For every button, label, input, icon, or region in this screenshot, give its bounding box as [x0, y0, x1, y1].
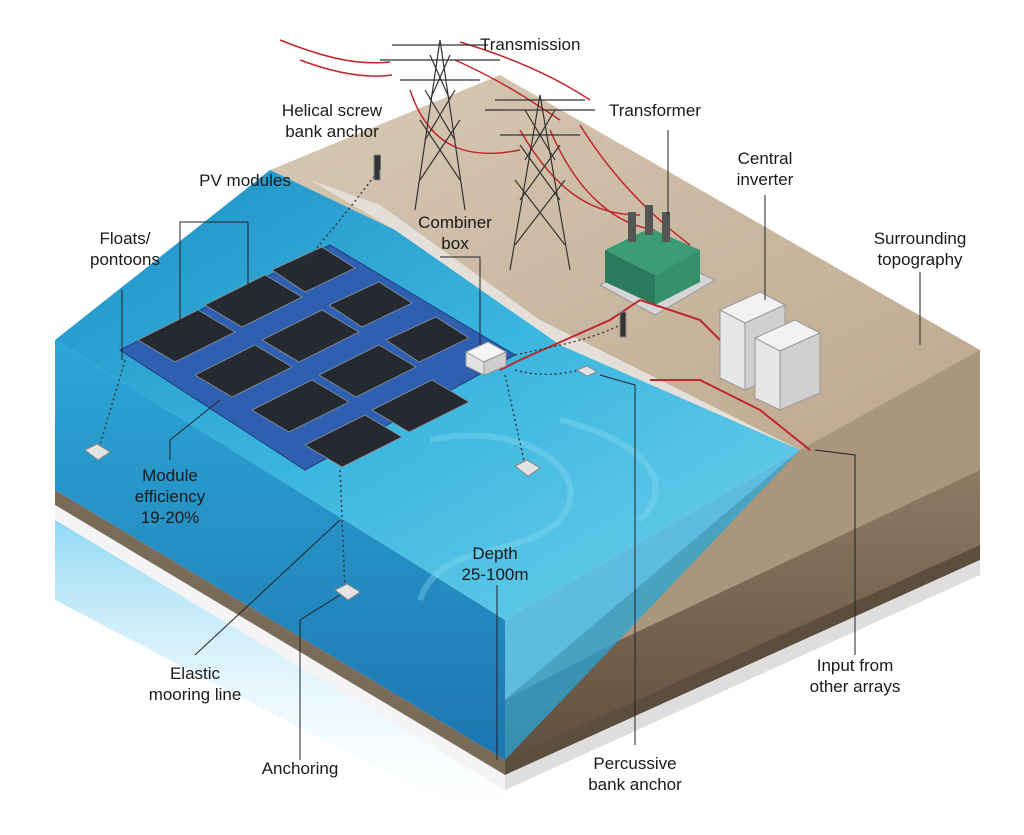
label-module-efficiency: Module efficiency 19-20%: [134, 466, 206, 527]
label-elastic-mooring: Elastic mooring line: [148, 664, 242, 704]
label-combiner-box: Combiner box: [418, 213, 492, 253]
base-white-front: [55, 505, 505, 790]
transmission-lines: [279, 39, 691, 246]
floating-pv-array: [118, 244, 517, 471]
land-cables: [499, 299, 811, 451]
label-transmission: Transmission: [480, 35, 580, 54]
seabed-anchors: [84, 154, 627, 601]
combiner-box-unit: [464, 341, 508, 376]
label-percussive-anchor: Percussive bank anchor: [588, 754, 682, 794]
transmission-tower-1: [380, 39, 500, 211]
base-white-right: [505, 560, 980, 790]
transformer-unit: [598, 205, 717, 316]
label-central-inverter: Central inverter: [736, 149, 794, 189]
water-right-face: [505, 450, 800, 760]
label-helical-anchor: Helical screw bank anchor: [281, 101, 383, 141]
leader-lines: [121, 130, 921, 760]
label-floats: Floats/ pontoons: [90, 229, 160, 269]
sediment-front: [55, 490, 505, 775]
shore-gravel: [310, 180, 800, 450]
label-surrounding-topography: Surrounding topography: [873, 229, 967, 269]
label-transformer: Transformer: [609, 101, 701, 120]
label-depth: Depth 25-100m: [461, 544, 529, 584]
water-ripples: [417, 417, 659, 602]
label-input-arrays: Input from other arrays: [809, 656, 901, 696]
water-front-face: [55, 340, 505, 760]
label-anchoring: Anchoring: [261, 759, 339, 778]
transmission-tower-2: [485, 94, 595, 271]
label-pv-modules: PV modules: [199, 171, 291, 190]
base-glow: [55, 520, 505, 835]
sediment-right: [505, 545, 980, 775]
central-inverters: [718, 291, 822, 411]
